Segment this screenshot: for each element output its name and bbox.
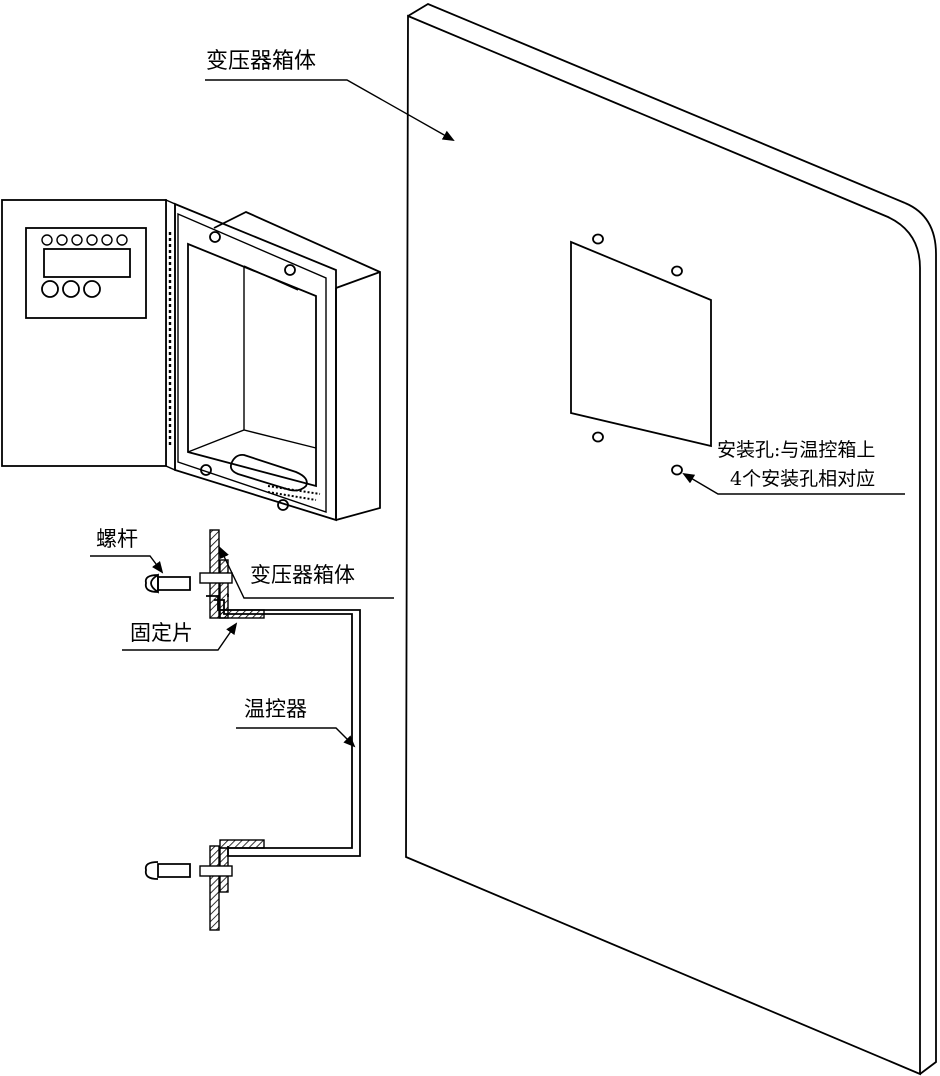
- svg-text:安装孔:与温控箱上: 安装孔:与温控箱上: [717, 439, 875, 461]
- label-fixing-plate: 固定片: [122, 621, 238, 651]
- indicator-led: [101, 234, 113, 246]
- panel-cutout: [570, 240, 712, 448]
- screw-bottom: [144, 861, 191, 880]
- enclosure-wall-section-bottom: [209, 845, 220, 931]
- label-transformer-box-section: 变压器箱体: [219, 546, 394, 599]
- svg-text:固定片: 固定片: [130, 621, 193, 645]
- svg-text:温控器: 温控器: [244, 697, 307, 721]
- label-screw-rod: 螺杆: [90, 527, 164, 574]
- control-buttons: [41, 280, 101, 298]
- label-mounting-hole-note: 安装孔:与温控箱上 4个安装孔相对应: [682, 439, 905, 495]
- mounting-hole: [592, 431, 604, 443]
- label-transformer-box-top: 变压器箱体: [205, 49, 455, 141]
- svg-text:4个安装孔相对应: 4个安装孔相对应: [730, 468, 875, 490]
- svg-text:变压器箱体: 变压器箱体: [206, 49, 316, 74]
- control-button: [83, 280, 101, 298]
- indicator-leds: [41, 234, 128, 246]
- mounting-hole: [671, 265, 683, 277]
- indicator-led: [41, 234, 53, 246]
- display-screen: [43, 248, 131, 278]
- label-temperature-controller: 温控器: [236, 697, 356, 748]
- indicator-led: [71, 234, 83, 246]
- fixing-plate-section-top: [219, 609, 265, 619]
- screw-top: [144, 573, 191, 594]
- control-button: [62, 280, 80, 298]
- temperature-controller-unit: [1, 198, 381, 522]
- transformer-enclosure-panel: [405, 2, 937, 1076]
- fixing-plate-section-bottom: [219, 839, 265, 849]
- svg-text:螺杆: 螺杆: [96, 527, 138, 551]
- mounting-hole: [671, 464, 683, 476]
- mounting-holes: [592, 233, 683, 476]
- mounting-hole: [592, 233, 604, 245]
- section-detail: [144, 529, 361, 931]
- indicator-led: [116, 234, 128, 246]
- indicator-led: [56, 234, 68, 246]
- indicator-led: [86, 234, 98, 246]
- svg-text:变压器箱体: 变压器箱体: [250, 563, 355, 587]
- control-button: [41, 280, 59, 298]
